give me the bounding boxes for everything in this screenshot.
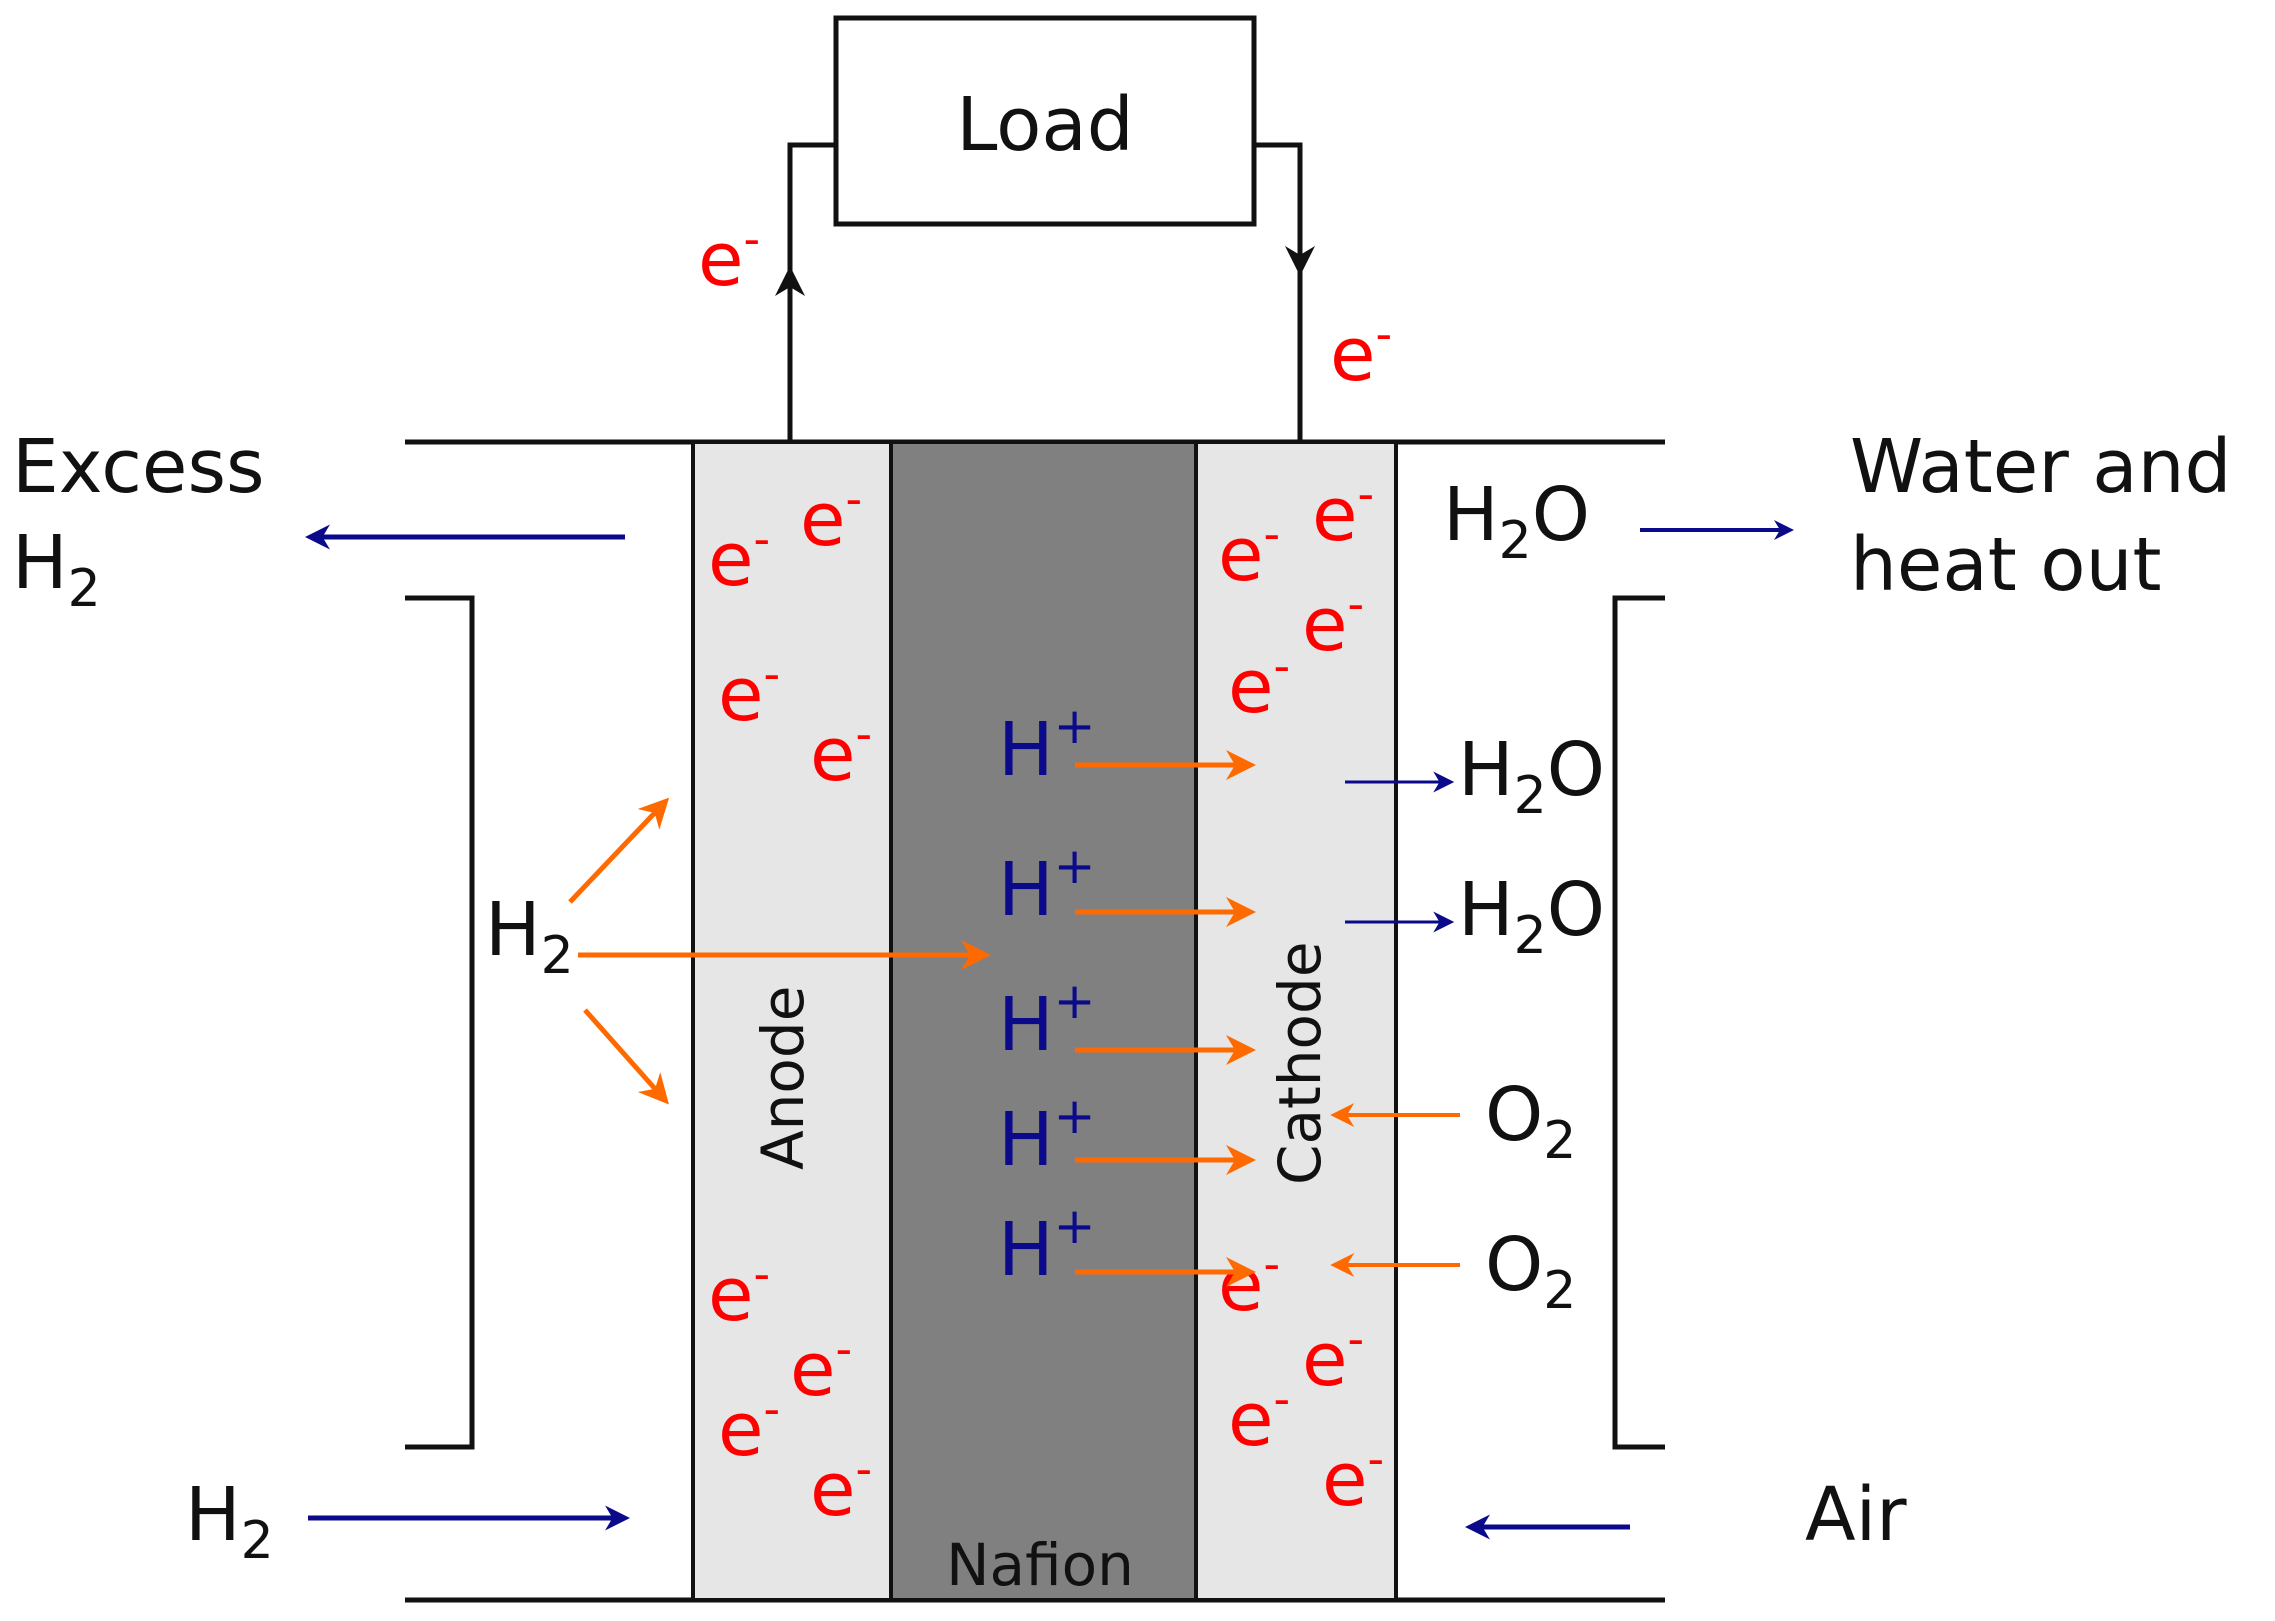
proton: H+ (998, 972, 1096, 1068)
proton-arrows (1075, 750, 1256, 1287)
h2o-product-2: H2O (1458, 867, 1605, 966)
h2-inlet-label: H2 (485, 887, 574, 986)
h2o-product-1: H2O (1458, 727, 1605, 826)
h2-feed-label: H2 (185, 1472, 274, 1571)
h2-diffusion-arrows (568, 797, 991, 1105)
electron: e- (810, 1442, 872, 1533)
h2o-product-arrows (1345, 771, 1455, 933)
electron: e- (1228, 639, 1290, 730)
electron: e- (800, 472, 862, 563)
water-heat-line1: Water and (1850, 424, 2232, 510)
circuit-electron-left: e- (698, 212, 760, 303)
anode-wire (787, 142, 836, 440)
proton: H+ (998, 837, 1096, 933)
electron: e- (1218, 507, 1280, 598)
external-circuit: Load e- e- (698, 15, 1392, 440)
h2-arrow-down (583, 1008, 669, 1105)
electron: e- (1302, 1312, 1364, 1403)
proton: H+ (998, 697, 1096, 793)
electron: e- (1312, 467, 1374, 558)
anode-electrons: e- e- e- e- e- e- e- e- (708, 472, 872, 1533)
o2-label-1: O2 (1485, 1072, 1576, 1171)
cathode-layer (1194, 440, 1398, 1602)
nafion-membrane (889, 440, 1198, 1602)
electron: e- (1322, 1432, 1384, 1523)
cell-layers: Anode Nafion Cathode (691, 440, 1398, 1602)
electron: e- (718, 647, 780, 738)
nafion-label: Nafion (946, 1531, 1134, 1599)
air-label: Air (1805, 1472, 1907, 1558)
cathode-label: Cathode (1266, 941, 1334, 1185)
electron: e- (708, 512, 770, 603)
proton: H+ (998, 1087, 1096, 1183)
load-label: Load (956, 82, 1134, 168)
cathode-wire (1254, 142, 1303, 440)
excess-h2-line2: H2 (12, 520, 101, 619)
circuit-electron-right: e- (1330, 307, 1392, 398)
electron: e- (790, 1322, 852, 1413)
anode-label: Anode (749, 986, 817, 1170)
electron: e- (810, 707, 872, 798)
o2-label-2: O2 (1485, 1222, 1576, 1321)
excess-h2-line1: Excess (12, 424, 265, 510)
load-box (833, 15, 1257, 227)
left-channel-bracket (405, 595, 475, 1450)
electron: e- (1228, 1372, 1290, 1463)
protons: H+ H+ H+ H+ H+ (998, 697, 1096, 1293)
o2-arrows (1330, 1103, 1460, 1277)
water-heat-line2: heat out (1850, 522, 2162, 608)
right-channel-bracket (1612, 595, 1665, 1450)
h2-arrow-up (568, 797, 670, 904)
h2o-outlet-label: H2O (1443, 472, 1590, 571)
electron: e- (1302, 577, 1364, 668)
electron: e- (708, 1247, 770, 1338)
cathode-electrons: e- e- e- e- e- e- e- e- (1218, 467, 1384, 1523)
proton: H+ (998, 1197, 1096, 1293)
electron: e- (718, 1382, 780, 1473)
